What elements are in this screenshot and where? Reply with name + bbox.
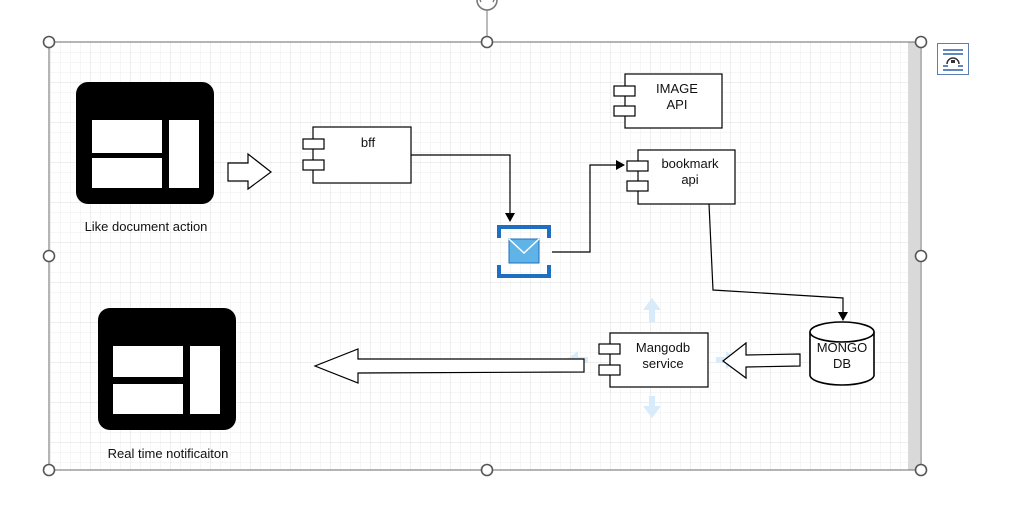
flow-arrow-right[interactable] <box>227 152 272 191</box>
hint-arrow-down-icon[interactable] <box>643 396 661 418</box>
resize-handle-bottom-right[interactable] <box>914 463 928 477</box>
bookmark-api-line2: api <box>681 172 698 187</box>
bookmark-api-line1: bookmark <box>661 156 719 171</box>
uml-component-icon <box>613 105 636 117</box>
mongo-db-line1: MONGO <box>817 340 868 355</box>
uml-component-icon <box>626 180 649 192</box>
hint-arrow-up-icon[interactable] <box>643 298 661 322</box>
message-queue-envelope-icon[interactable] <box>497 225 551 278</box>
web-page-layout-icon[interactable] <box>76 82 214 204</box>
real-time-notification-label: Real time notificaiton <box>108 446 229 461</box>
uml-component-icon <box>302 159 325 171</box>
resize-handle-right[interactable] <box>914 249 928 263</box>
image-api-line2: API <box>667 97 688 112</box>
flow-arrow-service-to-notification[interactable] <box>313 348 585 384</box>
resize-handle-bottom-left[interactable] <box>42 463 56 477</box>
bff-label: bff <box>361 135 376 150</box>
uml-component-icon <box>302 138 325 150</box>
image-api-component[interactable]: IMAGE API <box>613 73 723 129</box>
uml-component-icon <box>598 364 621 376</box>
bookmark-api-component[interactable]: bookmark api <box>626 149 736 205</box>
mangodb-service-component[interactable]: Mangodb service <box>598 332 709 388</box>
mongo-db-cylinder[interactable]: MONGO DB <box>809 321 875 386</box>
mangodb-service-line2: service <box>642 356 683 371</box>
connector-bff-to-queue[interactable] <box>411 154 515 222</box>
uml-component-icon <box>598 343 621 355</box>
uml-component-icon <box>626 160 649 172</box>
connector-bookmark-to-mongo[interactable] <box>708 203 848 321</box>
bff-component[interactable]: bff <box>302 126 412 184</box>
text-wrap-layout-icon <box>943 49 963 71</box>
image-api-line1: IMAGE <box>656 81 698 96</box>
uml-component-icon <box>613 85 636 97</box>
resize-handle-bottom[interactable] <box>480 463 494 477</box>
flow-arrow-mongo-to-service[interactable] <box>722 341 801 380</box>
resize-handle-top-left[interactable] <box>42 35 56 49</box>
rotate-handle[interactable] <box>476 0 498 11</box>
right-scrollbar[interactable] <box>908 42 920 470</box>
resize-handle-top[interactable] <box>480 35 494 49</box>
mongo-db-line2: DB <box>833 356 851 371</box>
connector-queue-to-bookmark[interactable] <box>552 160 625 253</box>
resize-handle-top-right[interactable] <box>914 35 928 49</box>
web-page-layout-icon[interactable] <box>98 308 236 430</box>
resize-handle-left[interactable] <box>42 249 56 263</box>
layout-options-button[interactable] <box>937 43 969 75</box>
like-document-action-label: Like document action <box>85 219 208 234</box>
mangodb-service-line1: Mangodb <box>636 340 690 355</box>
